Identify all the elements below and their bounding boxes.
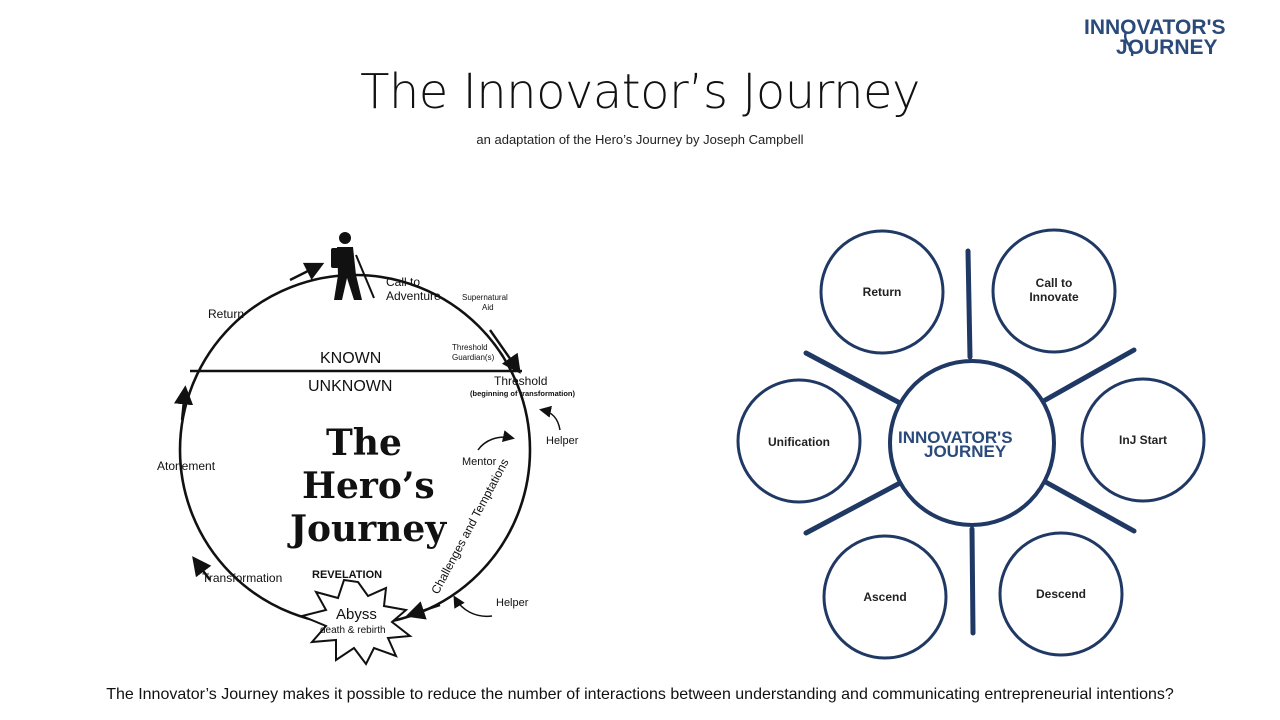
node-descend-label: Descend: [1036, 587, 1086, 601]
atonement-label: Atonement: [157, 459, 216, 473]
mentor-label: Mentor: [462, 456, 497, 468]
node-call-to-innovate: [991, 228, 1117, 354]
heros-journey-title-1: The: [326, 422, 402, 464]
abyss-sub-label: death & rebirth: [320, 625, 386, 636]
revelation-label: REVELATION: [312, 569, 382, 581]
logo-line2: JOURNEY: [1116, 36, 1218, 58]
supernatural-label-2: Aid: [482, 303, 494, 312]
node-call-label-2: Innovate: [1029, 290, 1079, 304]
hiker-icon: [331, 232, 375, 300]
threshold-label: Threshold: [494, 374, 547, 388]
helper-label-2: Helper: [496, 597, 529, 609]
supernatural-label-1: Supernatural: [462, 293, 508, 302]
unknown-label: UNKNOWN: [308, 378, 392, 395]
heros-journey-title-2: Hero’s: [302, 465, 435, 507]
node-ascend-label: Ascend: [863, 590, 906, 604]
node-call-label-1: Call to: [1036, 276, 1073, 290]
logo-line1: INNOVATOR'S: [1084, 16, 1226, 39]
transformation-label: Transformation: [202, 571, 282, 585]
node-inj-start: [1080, 377, 1206, 503]
helper-label-1: Helper: [546, 435, 579, 447]
center-logo-line1: INNOVATOR'S: [898, 428, 1013, 447]
innovators-journey-logo: INNOVATOR'S JOURNEY: [1084, 16, 1226, 58]
guardian-label-1: Threshold: [452, 343, 488, 352]
page-title: The Innovator’s Journey: [360, 64, 920, 120]
heros-journey-title-3: Journey: [287, 508, 447, 550]
threshold-sub-label: (beginning of transformation): [470, 389, 575, 398]
call-to-adventure-label-2: Adventure: [386, 289, 441, 303]
node-ascend: [822, 534, 948, 660]
page-subtitle: an adaptation of the Hero’s Journey by J…: [476, 132, 804, 147]
node-return: [819, 229, 945, 355]
return-label: Return: [208, 307, 244, 321]
center-hub: [888, 359, 1056, 527]
footer-caption: The Innovator’s Journey makes it possibl…: [106, 686, 1174, 703]
node-start-label: InJ Start: [1119, 433, 1167, 447]
node-unification-label: Unification: [768, 435, 830, 449]
innovators-journey-diagram: INNOVATOR'S JOURNEY Return Call to Innov…: [736, 228, 1206, 660]
spokes: [803, 248, 1137, 636]
node-return-label: Return: [863, 285, 902, 299]
node-unification: [736, 378, 862, 504]
heros-journey-diagram: Call to Adventure Supernatural Aid Thres…: [157, 232, 579, 666]
abyss-label: Abyss: [336, 606, 377, 623]
guardian-label-2: Guardian(s): [452, 353, 495, 362]
known-label: KNOWN: [320, 350, 381, 367]
center-logo-line2: JOURNEY: [924, 442, 1007, 461]
node-descend: [998, 531, 1124, 657]
logo-swirl: [1123, 31, 1134, 57]
abyss-burst: [298, 578, 413, 666]
call-to-adventure-label-1: Call to: [386, 275, 420, 289]
